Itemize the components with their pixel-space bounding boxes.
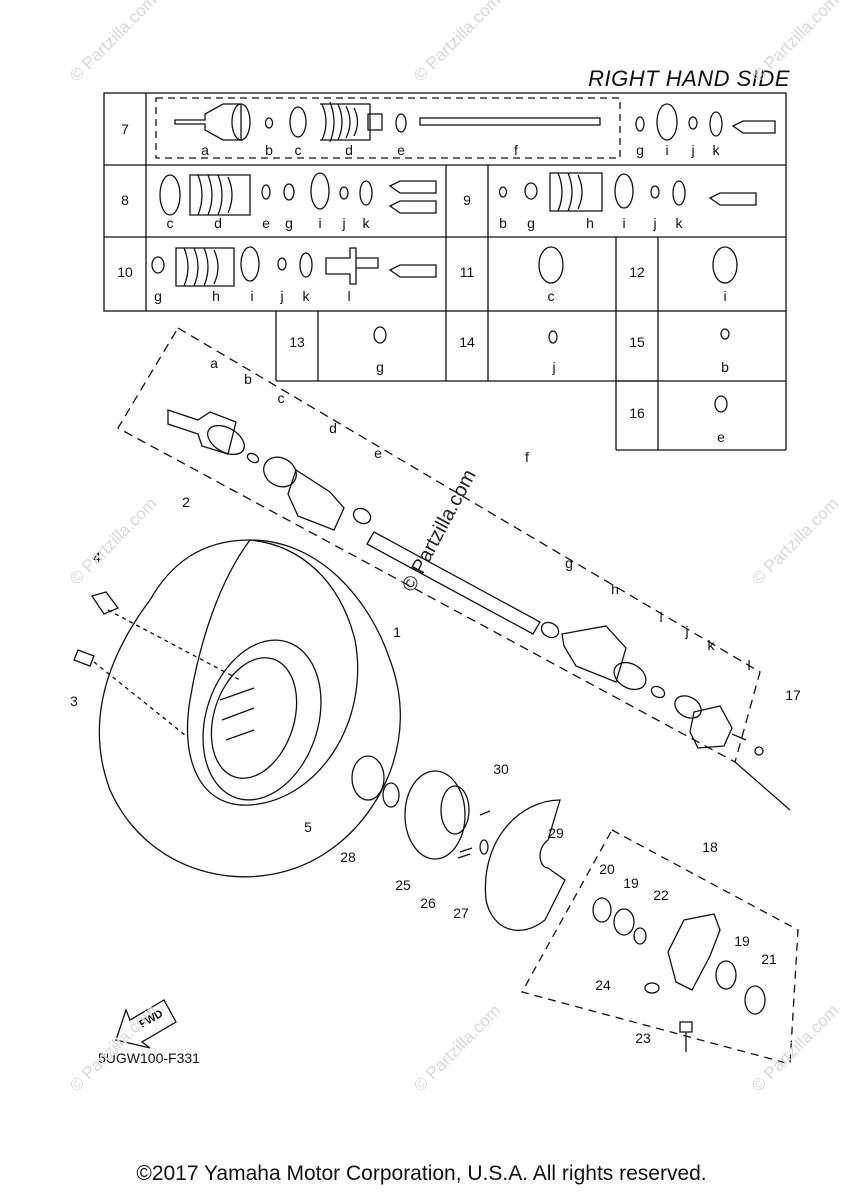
kit-part-letter: d [214,215,222,231]
kit-part-letter: j [279,288,283,304]
kit-part-letter: f [514,142,518,158]
kit-part-letter: b [721,359,729,375]
fwd-arrow-icon [115,999,177,1049]
kit-part-letter: i [318,215,321,231]
lug-hardware [73,591,241,736]
row7-part-icons [174,101,776,143]
part-number-callout: 22 [653,887,669,903]
part-number-callout: 18 [702,839,718,855]
kit-part-letter: j [652,215,656,231]
kit-number: 9 [463,192,471,208]
shaft-part-letter: i [659,609,662,625]
kit-part-letter: k [713,142,721,158]
part-number-callout: 1 [393,624,401,640]
shaft-part-letter: h [611,581,619,597]
knuckle-assembly-outline [521,829,799,1065]
kit-number: 11 [460,264,475,280]
part-number-callout: 5 [304,819,312,835]
kit-number: 14 [459,334,475,350]
page-title: RIGHT HAND SIDE [588,66,790,91]
part-number-callout: 2 [182,494,190,510]
kit-part-letter: g [285,215,293,231]
shaft-part-letter: j [684,623,688,639]
kit-part-letter: e [262,215,270,231]
kit-part-letter: c [295,142,302,158]
shaft-part-letter: f [525,449,529,465]
shaft-part-letter: k [708,637,716,653]
part-number-callout: 19 [623,875,639,891]
kit-part-letter: g [636,142,644,158]
part-number-callout: 26 [420,895,436,911]
part-number-callout: 17 [785,687,801,703]
part-number-callout: 3 [70,693,78,709]
knuckle-parts [592,897,766,1052]
part-number-callout: 28 [340,849,356,865]
kit-number: 16 [629,405,645,421]
part-number-callout: 24 [595,977,611,993]
kit-part-letter: j [690,142,694,158]
kit-part-letter: l [347,288,350,304]
shaft-part-letter: e [374,445,382,461]
kit-part-letter: e [397,142,405,158]
kit-part-letter: j [551,359,555,375]
part-number-callout: 27 [453,905,469,921]
rows13-16-part-icons [373,326,730,413]
hub-and-brake-parts [351,755,566,931]
kit-part-letter: i [622,215,625,231]
row10-part-icons [151,246,738,287]
kit-part-letter: d [345,142,353,158]
kit-part-letter: k [676,215,684,231]
kit-number: 10 [117,264,133,280]
kit-part-letter: h [586,215,594,231]
tire-and-wheel [98,539,401,878]
kit-number: 13 [289,334,305,350]
row8-9-part-icons [159,172,757,216]
shaft-part-letter: g [565,555,573,571]
part-number-callout: 20 [599,861,615,877]
shaft-part-letter: l [747,657,750,673]
kit-part-letter: k [363,215,371,231]
shaft-part-letter: b [244,371,252,387]
kit-number: 12 [629,264,645,280]
part-number-callout: 30 [493,761,509,777]
kit-part-letter: b [265,142,273,158]
kit-part-letter: g [154,288,162,304]
kit-part-letter: b [499,215,507,231]
kit-number: 7 [121,121,129,137]
kit-part-letter: c [548,288,555,304]
kit-number: 15 [629,334,645,350]
kit-part-letter: k [303,288,311,304]
kit-part-letter: i [250,288,253,304]
diagram-code: 5UGW100-F331 [98,1050,200,1066]
kit-part-letter: h [212,288,220,304]
part-number-callout: 19 [734,933,750,949]
part-number-callout: 29 [548,825,564,841]
copyright-footer: ©2017 Yamaha Motor Corporation, U.S.A. A… [136,1162,707,1185]
kit-part-letter: a [201,142,209,158]
kit-part-letter: e [717,429,725,445]
kit-part-letter: g [376,359,384,375]
kit-part-letter: c [167,215,174,231]
kit-part-letter: i [665,142,668,158]
part-number-callout: 21 [761,951,777,967]
kit-part-letter: i [723,288,726,304]
shaft-part-letter: c [278,390,285,406]
shaft-part-letter: d [329,420,337,436]
part-number-callout: 4 [93,549,101,565]
kit-number: 8 [121,192,129,208]
kit-part-letter: g [527,215,535,231]
kit-part-letter: j [341,215,345,231]
drive-shaft-parts [167,409,764,756]
part-number-callout: 23 [635,1030,651,1046]
shaft-part-letter: a [210,355,218,371]
part-number-callout: 25 [395,877,411,893]
kit-table-grid [103,92,787,451]
